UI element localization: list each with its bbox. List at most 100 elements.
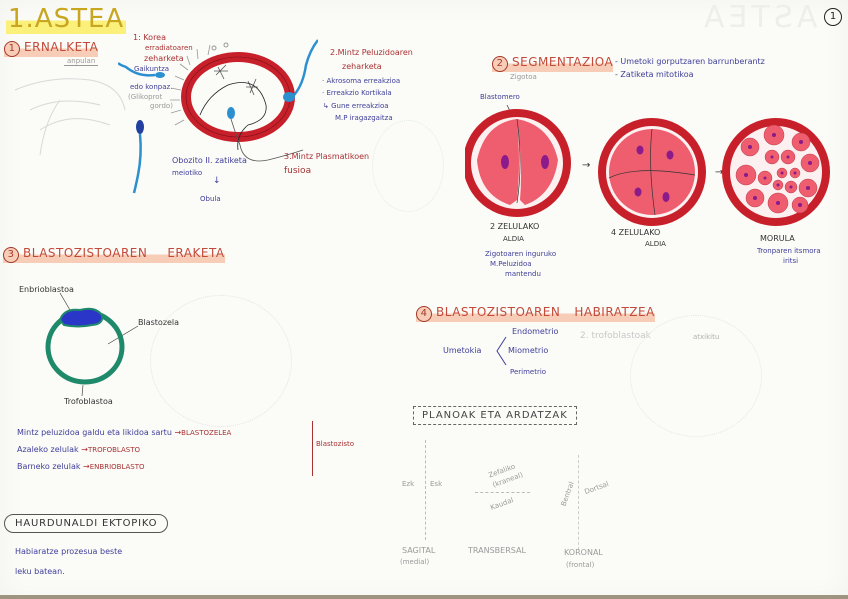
note-1: - Umetoki gorputzaren barrunberantz: [615, 57, 765, 66]
bracket-line: [312, 421, 313, 476]
line-result: ENBRIOBLASTO: [89, 463, 145, 471]
section-title: ERNALKETA: [24, 40, 99, 54]
bracket-label: Blastozisto: [316, 440, 355, 448]
segmentation-diagram: → →: [465, 105, 830, 226]
stage-3-note-line1: Tronparen itsmora: [757, 247, 821, 255]
koronal-axis: [578, 455, 579, 550]
label-koronal-left: Bentral: [559, 480, 576, 508]
label-gliko: (Glikoprot: [128, 93, 163, 101]
plane-sagital: SAGITAL: [402, 546, 436, 555]
sub-label-zigotoa: Zigotoa: [510, 73, 537, 81]
stage-3-label: MORULA: [760, 234, 795, 243]
brace-icon: [496, 336, 507, 366]
label-1-line3: zeharketa: [144, 54, 184, 63]
sub-label: anpulan: [64, 57, 99, 66]
transversal-axis: [475, 492, 530, 493]
line-result: TROFOBLASTO: [87, 446, 141, 454]
arrow-icon: →: [81, 445, 88, 454]
label-1-line1: 1: Korea: [133, 33, 167, 42]
section-title: SEGMENTAZIOA: [512, 55, 614, 69]
sagital-axis: [425, 440, 426, 540]
section-title-2: ERAKETA: [167, 246, 225, 260]
note-2: - Zatiketa mitotikoa: [615, 70, 694, 79]
label-enbrioblastoa: Enbrioblastoa: [19, 285, 74, 294]
label-2-line2: zeharketa: [342, 62, 382, 71]
section-number-badge: 1: [4, 41, 20, 57]
line-result: BLASTOZELEA: [181, 429, 232, 437]
stage-2-label-line2: ALDIA: [645, 240, 666, 248]
line-text: Mintz peluzidoa galdu eta likidoa sartu: [17, 428, 172, 437]
planes-title-box: PLANOAK ETA ARDATZAK: [413, 406, 577, 425]
label-mp: M.P iragazgaitza: [335, 114, 393, 122]
layer-endometrio: Endometrio: [512, 327, 559, 336]
label-gune: ↳ Gune erreakzioa: [323, 102, 389, 110]
section-title-2: HABIRATZEA: [574, 305, 655, 319]
ectopic-text-line1: Habiaratze prozesua beste: [15, 547, 123, 556]
down-arrow-icon: ↓: [213, 176, 221, 186]
label-obozito-line1: Obozito II. zatiketa: [172, 156, 247, 165]
section-title: BLASTOZISTOAREN: [23, 246, 148, 260]
layer-perimetrio: Perimetrio: [510, 368, 547, 376]
plane-sagital-sub: (medial): [400, 558, 430, 566]
section-3-heading: 3 BLASTOZISTOAREN ERAKETA: [3, 246, 225, 263]
label-erreakzio: · Erreakzio Kortikala: [322, 89, 392, 97]
label-obozito-line2: meiotiko: [172, 169, 203, 177]
label-obula: Obula: [200, 195, 221, 203]
pencil-sketch: [14, 78, 126, 156]
label-2-line1: 2.Mintz Peluzidoaren: [330, 48, 413, 57]
fertilization-diagram: [118, 39, 318, 194]
stage-1-note-line1: Zigotoaren inguruko: [485, 250, 557, 258]
plane-koronal: KORONAL: [564, 548, 603, 557]
plane-transversal: TRANSBERSAL: [468, 546, 526, 555]
label-trofoblastoa: Trofoblastoa: [64, 397, 113, 406]
section-number-badge: 3: [3, 247, 19, 263]
page-bottom-edge: [0, 595, 848, 599]
page-title: 1.ASTEA: [6, 4, 127, 34]
stage-1-note-line3: mantendu: [505, 270, 541, 278]
blasto-line-2: Azaleko zelulak →TROFOBLASTO: [17, 445, 140, 454]
stage-2-label-line1: 4 ZELULAKO: [611, 228, 661, 237]
ectopic-text-line2: leku batean.: [15, 567, 65, 576]
label-3-line2: fusioa: [284, 166, 312, 176]
section-number-badge: 4: [416, 306, 432, 322]
label-gaikuntza: Gaikuntza: [134, 65, 170, 73]
faint-note: 2. trofoblastoak: [580, 331, 651, 341]
label-sagital-left: Ezk: [402, 480, 415, 488]
section-2-heading: 2 SEGMENTAZIOA: [492, 55, 614, 72]
stage-1-label-line2: ALDIA: [503, 235, 524, 243]
label-edo: edo konpaz.: [130, 83, 173, 91]
label-koronal-right: Dortsal: [583, 479, 610, 497]
svg-text:→: →: [715, 167, 723, 178]
bleed-through-circle: [150, 295, 292, 427]
label-1-line2: erradiatoaren: [145, 44, 193, 52]
plane-koronal-sub: (frontal): [566, 561, 595, 569]
section-title: BLASTOZISTOAREN: [436, 305, 561, 319]
section-1-heading: 1 ERNALKETA: [4, 40, 99, 57]
label-umetokia: Umetokia: [443, 346, 482, 355]
blasto-line-1: Mintz peluzidoa galdu eta likidoa sartu …: [17, 428, 231, 437]
label-blastozela: Blastozela: [138, 318, 180, 327]
stage-1-note-line2: M.Peluzidoa: [490, 260, 532, 268]
arrow-icon: →: [83, 462, 90, 471]
blastocyst-diagram: [45, 292, 139, 397]
label-blastomero: Blastomero: [480, 93, 520, 101]
page-number: 1: [824, 8, 842, 26]
label-akrosoma: · Akrosoma erreakzioa: [322, 77, 401, 85]
line-text: Azaleko zelulak: [17, 445, 79, 454]
blasto-line-3: Barneko zelulak →ENBRIOBLASTO: [17, 462, 145, 471]
section-4-heading: 4 BLASTOZISTOAREN HABIRATZEA: [416, 305, 655, 322]
stage-1-label-line1: 2 ZELULAKO: [490, 222, 540, 231]
svg-text:→: →: [582, 160, 590, 171]
bleed-through-circle: [630, 315, 762, 437]
label-sagital-right: Esk: [430, 480, 443, 488]
layer-miometrio: Miometrio: [508, 346, 549, 355]
label-gordo: gordo): [150, 102, 173, 110]
line-text: Barneko zelulak: [17, 462, 81, 471]
stage-3-note-line2: iritsi: [783, 257, 799, 265]
section-number-badge: 2: [492, 56, 508, 72]
label-3-line1: 3.Mintz Plasmatikoen: [284, 152, 370, 161]
ectopic-heading-cloud: HAURDUNALDI EKTOPIKO: [4, 514, 169, 533]
bleed-through-title: ASTEA: [700, 0, 818, 35]
label-trans-bottom: Kaudal: [489, 496, 515, 512]
